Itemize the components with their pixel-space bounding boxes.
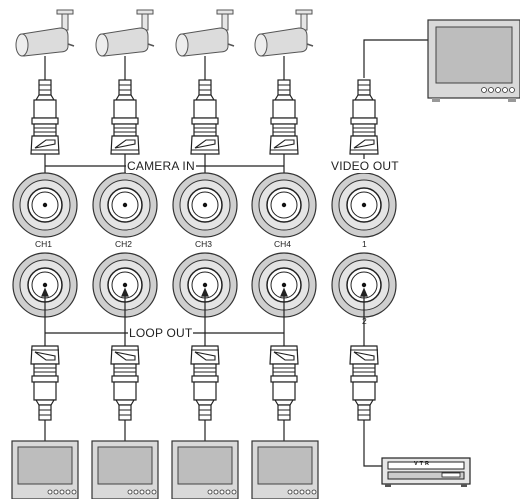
camera-in-label: CAMERA IN [126,159,196,173]
channel-label-1: CH1 [35,239,53,249]
video-out-label: VIDEO OUT [330,159,400,173]
monitor-icon [11,440,79,499]
video-out-port-1: 1 [362,239,367,249]
bnc-connector-icon [110,345,140,421]
bnc-jack-icon[interactable] [331,172,397,238]
video-out-port-2: 2 [362,316,367,326]
monitor-row [11,440,319,499]
camera-icon [175,9,235,57]
camera-icon [95,9,155,57]
camera-in-jacks [12,172,397,238]
loop-out-label: LOOP OUT [128,326,194,340]
channel-label-3: CH3 [195,239,213,249]
bnc-connector-icon [269,345,299,421]
input-plugs [30,79,379,155]
vtr-icon [381,457,471,487]
bnc-connector-icon [269,79,299,155]
video-out-cable [363,39,432,78]
bnc-connector-icon [110,79,140,155]
bnc-connector-icon [30,345,60,421]
bnc-connector-icon [349,79,379,155]
bnc-connector-icon [349,345,379,421]
channel-label-4: CH4 [274,239,292,249]
monitor-icon [427,19,520,103]
monitor-icon [91,440,159,499]
bnc-jack-icon[interactable] [92,172,158,238]
camera-row [15,9,314,57]
monitor-icon [251,440,319,499]
bnc-connector-icon [190,345,220,421]
output-arrows [41,287,368,346]
bnc-jack-icon[interactable] [172,172,238,238]
channel-label-2: CH2 [115,239,133,249]
output-plugs [30,345,379,421]
camera-icon [254,9,314,57]
bnc-connector-icon [190,79,220,155]
vtr-cable [363,420,382,467]
camera-icon [15,9,75,57]
bnc-connector-icon [30,79,60,155]
vtr-label: VTR [414,461,431,467]
bnc-jack-icon[interactable] [251,172,317,238]
bnc-jack-icon[interactable] [12,172,78,238]
monitor-icon [171,440,239,499]
